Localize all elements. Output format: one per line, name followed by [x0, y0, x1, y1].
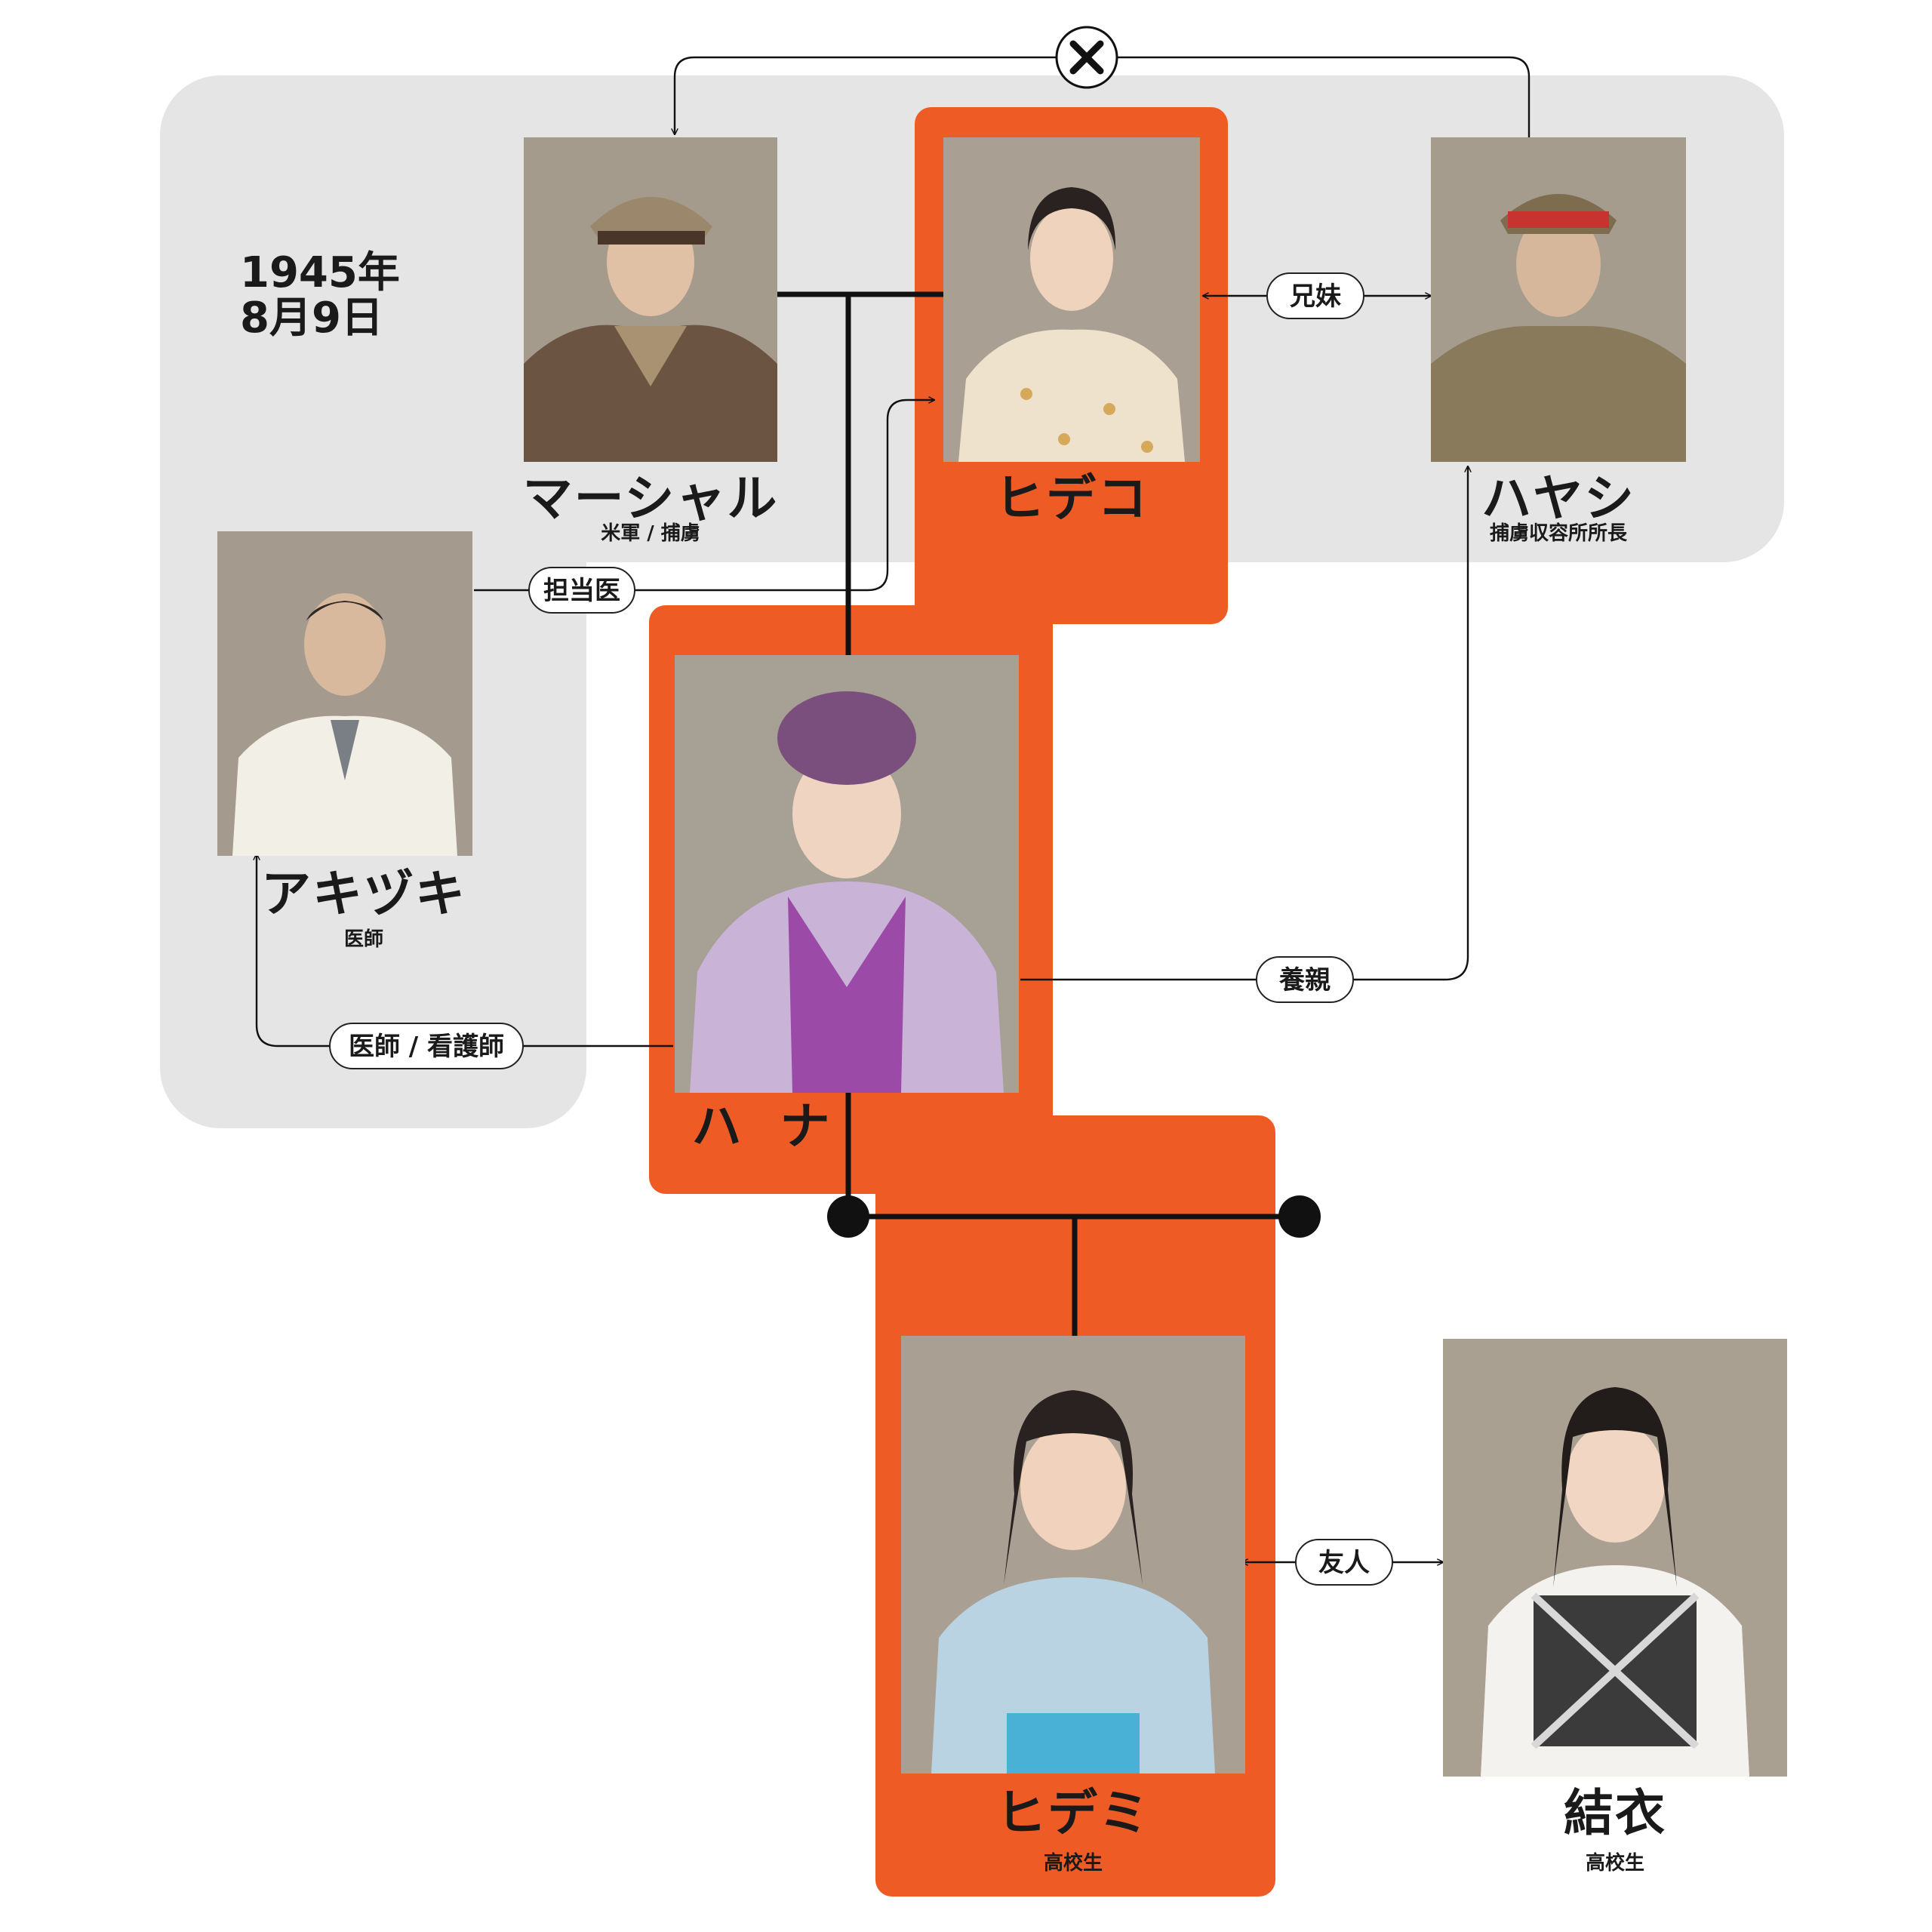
yui-role: 高校生 [1585, 1852, 1644, 1875]
hidemi-photo [901, 1336, 1245, 1774]
hideko-photo [943, 137, 1200, 462]
hideko-portrait[interactable] [943, 137, 1200, 462]
yui-name: 結衣 [1564, 1784, 1666, 1842]
akizuki-photo [217, 531, 472, 856]
akizuki-role: 医師 [343, 928, 383, 951]
marshall-name: マーシャル [522, 469, 779, 528]
hana-deceased-dot [827, 1195, 869, 1238]
akizuki-portrait[interactable] [217, 531, 472, 856]
foster-parent-line [1020, 466, 1468, 981]
siblings-label: 兄妹 [1266, 272, 1364, 319]
hana-photo [675, 655, 1019, 1093]
marshall-role: 米軍 / 捕虜 [601, 522, 700, 545]
partner-deceased-dot [1278, 1195, 1321, 1238]
hideko-name: ヒデコ [995, 469, 1149, 528]
date-year: 1945年 [240, 248, 400, 297]
friend-label: 友人 [1295, 1539, 1393, 1586]
hidemi-role: 高校生 [1043, 1852, 1103, 1875]
attending-doctor-line [474, 400, 934, 592]
date-day: 8月9日 [240, 294, 383, 343]
foster-parent-label: 養親 [1256, 956, 1354, 1003]
doctor-nurse-line [257, 854, 673, 1048]
akizuki-name: アキヅキ [261, 865, 466, 923]
hayashi-photo [1431, 137, 1686, 462]
hayashi-role: 捕虜収容所所長 [1489, 522, 1627, 545]
marshall-photo [524, 137, 777, 462]
marshall-portrait[interactable] [524, 137, 777, 462]
hana-portrait[interactable] [675, 655, 1019, 1093]
hidemi-name: ヒデミ [996, 1784, 1150, 1842]
hidemi-portrait[interactable] [901, 1336, 1245, 1774]
hayashi-portrait[interactable] [1431, 137, 1686, 462]
era-date-label: 1945年 8月9日 [240, 248, 400, 343]
yui-portrait[interactable] [1443, 1339, 1787, 1777]
hana-name: ハ ナ [691, 1097, 841, 1155]
hayashi-name: ハヤシ [1481, 469, 1635, 528]
doctor-nurse-label: 医師 / 看護師 [329, 1023, 524, 1069]
attending-doctor-label: 担当医 [528, 567, 635, 614]
cross-icon [1055, 26, 1118, 89]
yui-photo [1443, 1339, 1787, 1777]
